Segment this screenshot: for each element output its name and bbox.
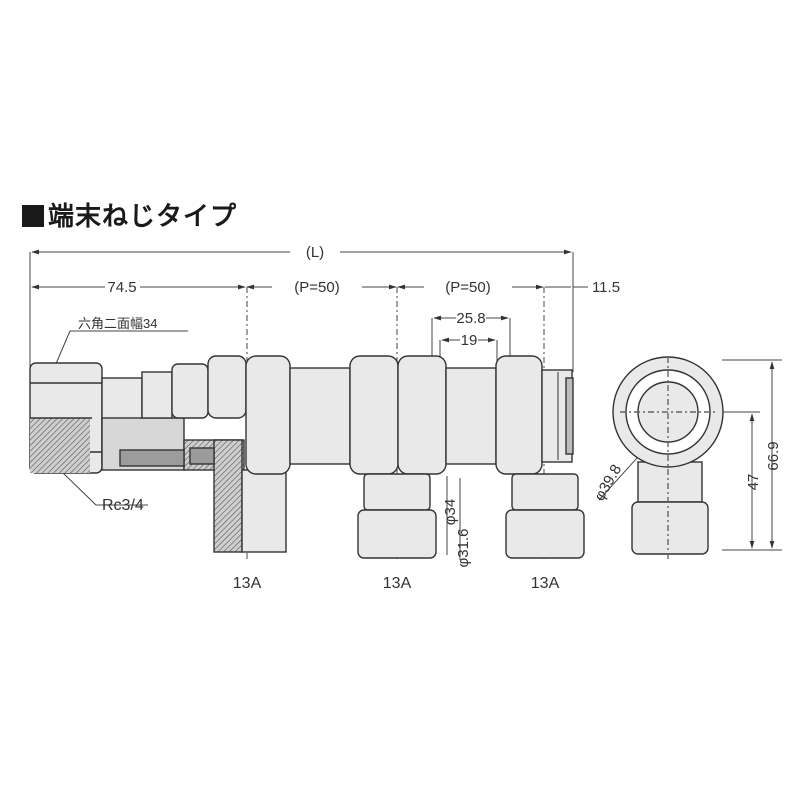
dim-inner-span: 25.8 xyxy=(456,310,485,327)
dim-height-66-9: 66.9 xyxy=(765,441,782,470)
dim-diameter-31-6: φ31.6 xyxy=(455,529,472,568)
hex-width-label: 六角二面幅34 xyxy=(78,316,157,331)
page-title: 端末ねじタイプ xyxy=(22,196,237,233)
outlet-label-2: 13A xyxy=(383,575,412,592)
dim-diameter-39-8: φ39.8 xyxy=(591,462,625,504)
threaded-end-fitting xyxy=(29,355,287,553)
dim-inner-small: 19 xyxy=(461,332,478,349)
square-bullet-icon xyxy=(22,205,44,227)
side-view xyxy=(612,356,724,560)
manifold-body xyxy=(245,355,574,475)
dim-pitch-1: (P=50) xyxy=(294,279,339,296)
dim-right-offset: 11.5 xyxy=(592,279,620,296)
thread-label: Rc3/4 xyxy=(102,497,144,514)
outlet-label-3: 13A xyxy=(531,575,560,592)
dim-diameter-34: φ34 xyxy=(442,499,459,525)
outlet-label-1: 13A xyxy=(233,575,262,592)
dim-overall-length: (L) xyxy=(306,244,324,261)
outlet-sockets xyxy=(357,473,585,559)
dim-left-offset: 74.5 xyxy=(107,279,136,296)
dim-pitch-2: (P=50) xyxy=(445,279,490,296)
dim-height-47: 47 xyxy=(745,474,762,491)
title-text: 端末ねじタイプ xyxy=(48,202,238,232)
